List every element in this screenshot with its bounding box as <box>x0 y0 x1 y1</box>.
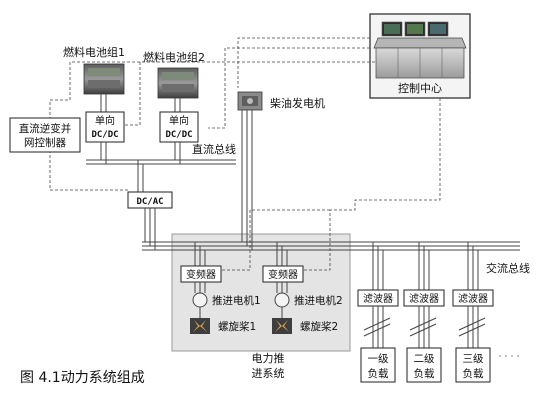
load-2-feed <box>409 306 437 348</box>
motor-2-label: 推进电机2 <box>294 294 343 307</box>
dcac-converter: DC/AC <box>127 191 173 209</box>
load-3-feed <box>458 306 486 348</box>
load-branch-2: 滤波器 二级 负载 <box>403 242 445 383</box>
ac-bus-label: 交流总线 <box>486 261 530 275</box>
propulsion-branch-2: 变频器 推进电机2 螺旋桨2 <box>262 265 343 334</box>
control-center-label: 控制中心 <box>398 81 442 95</box>
propeller-1-icon <box>190 318 210 334</box>
dcdc-converter-2: 单向 DC/DC <box>159 111 199 143</box>
inverter-2-label: 变频器 <box>268 268 298 281</box>
filter-3-label: 滤波器 <box>458 292 488 305</box>
motor-1-icon <box>192 292 208 308</box>
filter-2-feed <box>418 242 430 290</box>
fuel-cell-wiring <box>100 94 181 112</box>
diesel-generator-label: 柴油发电机 <box>270 96 325 110</box>
propulsion-system-label-top: 电力推 <box>252 351 285 365</box>
dc-inverter-label-bottom: 网控制器 <box>24 136 66 149</box>
propulsion-branch-1: 变频器 推进电机1 螺旋桨1 <box>180 265 261 334</box>
propulsion-feed-wiring <box>194 242 288 266</box>
dcdc-2-label-bottom: DC/DC <box>165 130 192 140</box>
load-1 <box>360 347 396 383</box>
motor-2-icon <box>274 292 290 308</box>
fuel-cell-stack-2: 燃料电池组2 <box>143 50 205 99</box>
propeller-2-icon <box>272 318 292 334</box>
dcdc-2-label-top: 单向 <box>169 114 189 127</box>
fuel-cell-1-label: 燃料电池组1 <box>63 45 125 59</box>
propeller-1-label: 螺旋桨1 <box>218 320 256 333</box>
control-center: 控制中心 <box>369 13 471 99</box>
filter-1-feed <box>372 242 384 290</box>
filter-2-label: 滤波器 <box>409 292 439 305</box>
load-2-label-bottom: 负载 <box>414 367 435 380</box>
figure-caption: 图 4.1动力系统组成 <box>20 370 145 386</box>
dcdc-converter-1: 单向 DC/DC <box>85 111 125 143</box>
dc-inverter-grid-controller: 直流逆变并 网控制器 <box>9 117 81 153</box>
filter-1-label: 滤波器 <box>363 292 393 305</box>
load-1-label-top: 一级 <box>368 353 389 365</box>
load-2-label-top: 二级 <box>414 353 435 365</box>
dcdc-1-label-bottom: DC/DC <box>91 130 118 140</box>
generator-wiring <box>241 110 253 250</box>
dcac-label: DC/AC <box>136 197 163 207</box>
trailing-dots-icon <box>499 355 519 357</box>
fuel-cell-stack-1: 燃料电池组1 <box>63 45 125 95</box>
dc-inverter-label-top: 直流逆变并 <box>19 122 72 135</box>
motor-1-label: 推进电机1 <box>212 294 261 307</box>
generator-icon <box>237 91 263 111</box>
inverter-1-wiring <box>194 282 206 293</box>
dc-bus-label: 直流总线 <box>192 142 236 156</box>
load-3-label-bottom: 负载 <box>463 367 484 380</box>
diesel-generator: 柴油发电机 <box>237 91 325 111</box>
fuel-cell-2-label: 燃料电池组2 <box>143 50 205 64</box>
inverter-2-wiring <box>276 282 288 293</box>
control-signal-lines <box>49 37 441 271</box>
load-branch-1: 滤波器 一级 负载 <box>357 242 399 383</box>
load-2 <box>406 347 442 383</box>
load-1-feed <box>363 306 391 348</box>
load-3-label-top: 三级 <box>463 353 484 365</box>
dcac-wiring <box>144 208 156 250</box>
inverter-1 <box>180 265 222 283</box>
propulsion-system-label-bottom: 进系统 <box>252 367 285 380</box>
dc-bus <box>86 142 236 192</box>
load-branch-3: 滤波器 三级 负载 <box>452 242 494 383</box>
filter-3-feed <box>467 242 479 290</box>
load-1-label-bottom: 负载 <box>368 367 389 380</box>
dcdc-1-label-top: 单向 <box>95 114 115 127</box>
inverter-2 <box>262 265 304 283</box>
propeller-2-label: 螺旋桨2 <box>300 320 338 333</box>
load-3 <box>455 347 491 383</box>
inverter-1-label: 变频器 <box>186 268 216 281</box>
control-console-icon <box>373 21 467 79</box>
